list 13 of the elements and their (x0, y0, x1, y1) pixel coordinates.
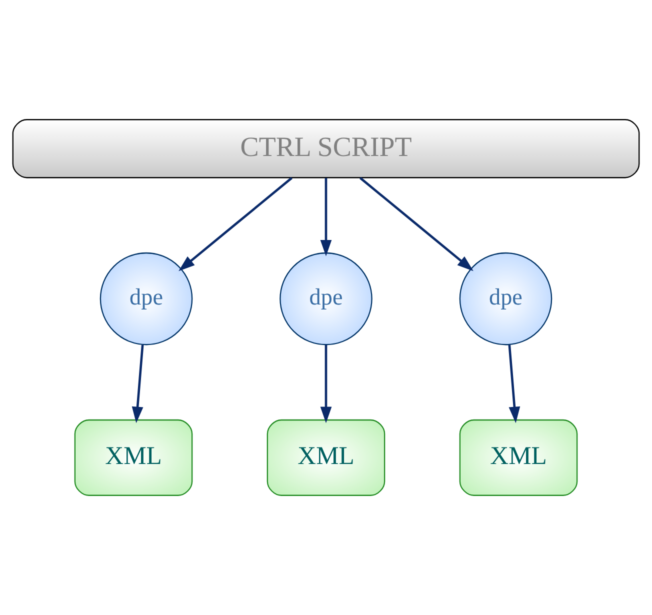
node-box: CTRL SCRIPT (12, 119, 640, 178)
node-circle: dpe (459, 252, 552, 346)
node-circle: dpe (100, 252, 193, 346)
arrow (508, 344, 520, 424)
arrow (320, 344, 332, 424)
arrow (178, 177, 292, 272)
arrow (320, 178, 332, 256)
node-box: XML (74, 419, 193, 496)
node-box: XML (266, 419, 386, 496)
node-circle: dpe (280, 252, 372, 346)
node-box: XML (459, 419, 578, 496)
arrow (360, 177, 474, 272)
arrow (132, 344, 144, 424)
